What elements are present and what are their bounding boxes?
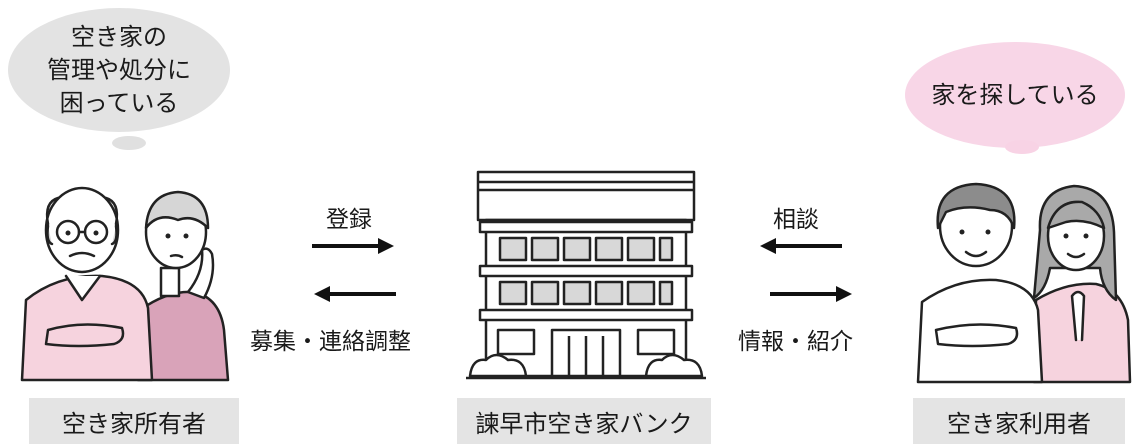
user-thought-text: 家を探している [931, 80, 1099, 109]
owner-caption: 空き家所有者 [29, 398, 239, 444]
owner-thought-dot [112, 136, 146, 150]
user-thought-dot [1005, 140, 1039, 154]
owner-thought-bubble: 空き家の 管理や処分に 困っている [8, 8, 230, 132]
arrow-left-consult-icon [760, 238, 842, 254]
flow-label-recruit: 募集・連絡調整 [250, 329, 411, 355]
arrow-right-info-icon [770, 286, 852, 302]
bank-caption: 諫早市空き家バンク [457, 398, 711, 444]
arrow-right-register-icon [312, 238, 394, 254]
flow-label-info: 情報・紹介 [738, 329, 853, 355]
arrow-left-recruit-icon [314, 286, 396, 302]
user-thought-bubble: 家を探している [905, 42, 1125, 148]
user-couple-illustration [916, 182, 1132, 384]
user-caption: 空き家利用者 [913, 398, 1125, 444]
flow-label-consult: 相談 [773, 207, 819, 233]
flow-label-register: 登録 [326, 207, 372, 233]
owner-thought-text: 空き家の 管理や処分に 困っている [47, 22, 191, 117]
owner-couple-illustration [20, 186, 230, 382]
akiya-bank-building [466, 170, 706, 380]
